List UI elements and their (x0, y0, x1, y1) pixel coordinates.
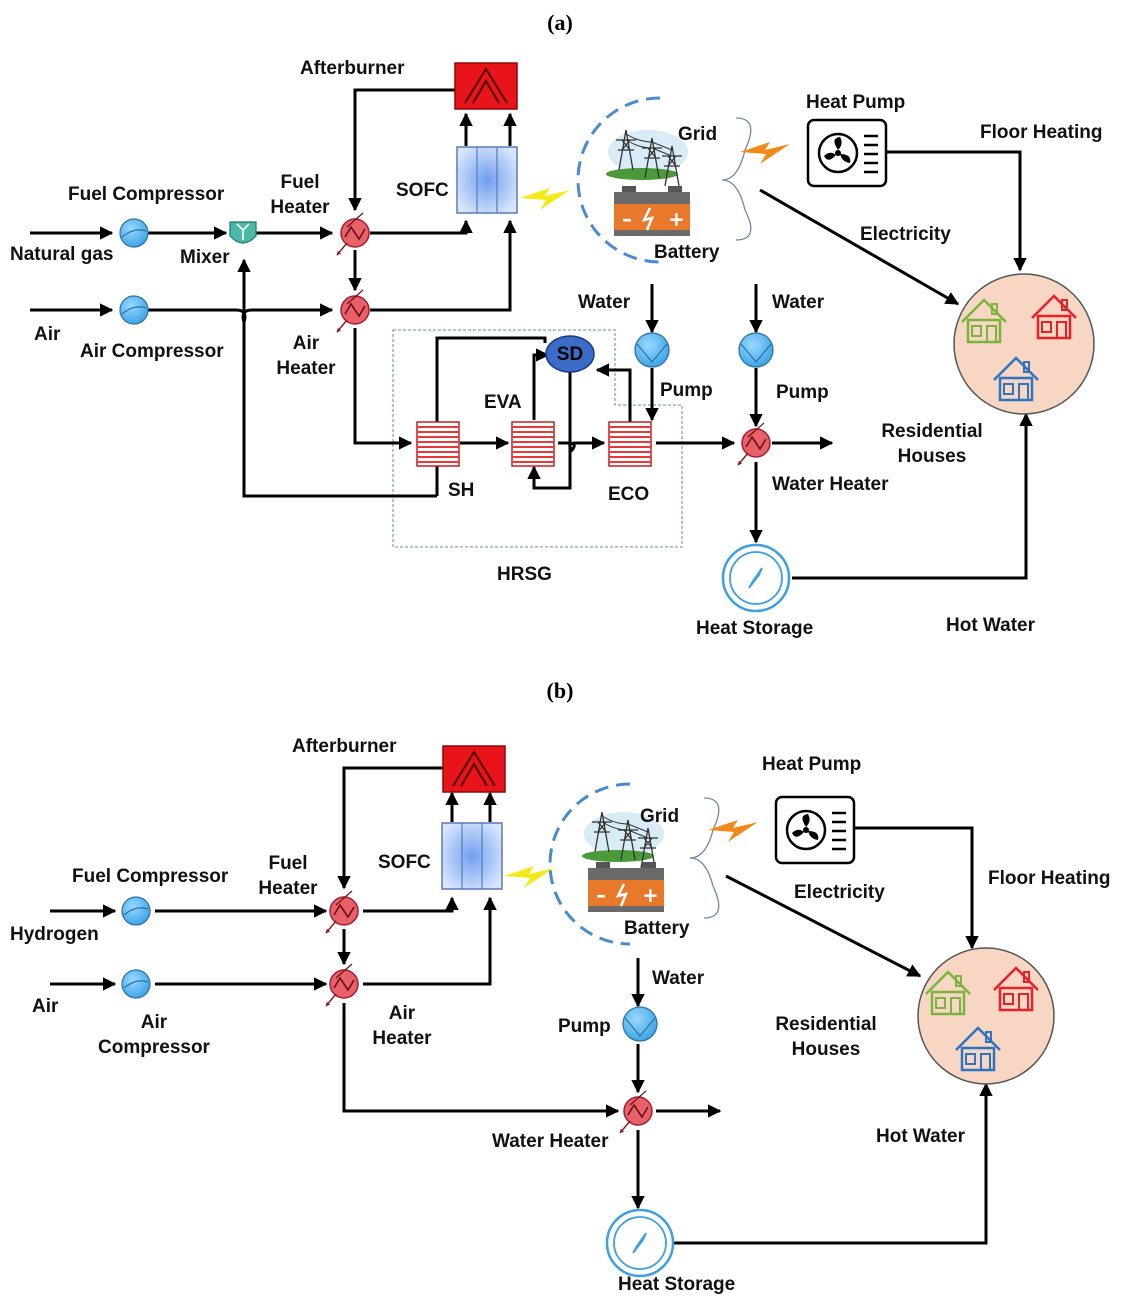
mixer-label: Mixer (180, 247, 230, 268)
sh-label: SH (448, 480, 474, 501)
fuel-heater-label: Fuel (280, 172, 319, 193)
air-heater-label: Air (389, 1003, 416, 1024)
water-label: Water (652, 968, 705, 989)
air-heater-label: Heater (276, 358, 336, 379)
eva-label: EVA (484, 392, 522, 413)
grid-battery-group (548, 782, 631, 946)
residential-label: Residential (881, 421, 982, 442)
grid-label: Grid (640, 806, 679, 827)
water-label: Water (578, 292, 631, 313)
afterburner-icon (454, 62, 518, 110)
water-label: Water (772, 292, 825, 313)
steam-drum-icon (545, 335, 595, 373)
brace (721, 117, 752, 241)
heat-storage-label: Heat Storage (696, 618, 813, 639)
air-label: Air (32, 996, 59, 1017)
air-heater-icon (337, 290, 369, 332)
heat-storage-icon (605, 1208, 675, 1278)
lightning-icon (504, 866, 554, 888)
panel-b: (b) (10, 678, 1110, 1295)
sofc-label: SOFC (396, 180, 449, 201)
residential-label: Houses (792, 1039, 861, 1060)
grid-label: Grid (678, 124, 717, 145)
battery-label: Battery (624, 918, 690, 939)
brace (689, 797, 720, 919)
floor-heating-label: Floor Heating (988, 868, 1110, 889)
air-compressor-icon (119, 295, 149, 325)
sh-exchanger-icon (416, 421, 460, 467)
fuel-compressor-icon (121, 896, 151, 926)
afterburner-icon (442, 745, 506, 793)
panel-a: (a) (10, 10, 1102, 639)
heat-pump-icon (774, 795, 856, 865)
residential-label: Residential (775, 1014, 876, 1035)
residential-houses-circle (953, 273, 1095, 415)
residential-label: Houses (898, 446, 967, 467)
sofc-stack-icon (441, 822, 503, 890)
natural-gas-label: Natural gas (10, 244, 113, 265)
electricity-label: Electricity (794, 882, 885, 903)
fuel-compressor-icon (119, 218, 149, 248)
pump-label: Pump (776, 382, 829, 403)
floor-heating-label: Floor Heating (980, 122, 1102, 143)
air-label: Air (34, 324, 61, 345)
sofc-stack-icon (456, 146, 518, 214)
afterburner-label: Afterburner (300, 58, 405, 79)
fuel-heater-label: Heater (258, 878, 318, 899)
water-heater-label: Water Heater (492, 1131, 609, 1152)
lightning-icon (520, 188, 570, 210)
air-compressor-label: Air Compressor (80, 341, 224, 362)
pump-icon (622, 1006, 658, 1042)
hot-water-label: Hot Water (876, 1126, 966, 1147)
eco-label: ECO (608, 484, 649, 505)
fuel-heater-icon (326, 891, 358, 933)
battery-icon (586, 860, 666, 914)
water-heater-icon (620, 1091, 652, 1133)
hydrogen-label: Hydrogen (10, 924, 99, 945)
heat-pump-icon (806, 118, 888, 188)
electricity-label: Electricity (860, 224, 951, 245)
grid-icon (606, 130, 688, 186)
mixer-icon (229, 221, 257, 244)
fuel-heater-label: Fuel (268, 853, 307, 874)
panel-a-label: (a) (547, 10, 573, 35)
eco-exchanger-icon (608, 421, 652, 467)
battery-label: Battery (654, 242, 720, 263)
air-heater-label: Heater (372, 1028, 432, 1049)
hrsg-boundary (392, 329, 683, 548)
residential-houses-circle (917, 947, 1055, 1085)
heat-storage-icon (721, 543, 791, 613)
air-compressor-label: Compressor (98, 1037, 211, 1058)
sd-label: SD (557, 344, 583, 365)
pump-icon (738, 332, 774, 368)
fuel-heater-icon (337, 213, 369, 255)
battery-icon (612, 184, 692, 238)
panel-b-label: (b) (547, 678, 574, 703)
air-compressor-icon (121, 969, 151, 999)
water-heater-icon (738, 423, 770, 465)
water-heater-label: Water Heater (772, 474, 889, 495)
pump-label: Pump (660, 380, 713, 401)
fuel-compressor-label: Fuel Compressor (72, 866, 229, 887)
hrsg-label: HRSG (497, 564, 552, 585)
air-heater-label: Air (293, 333, 320, 354)
air-compressor-label: Air (141, 1012, 168, 1033)
air-heater-icon (326, 964, 358, 1006)
sofc-label: SOFC (378, 852, 431, 873)
heat-pump-label: Heat Pump (806, 92, 905, 113)
fuel-compressor-label: Fuel Compressor (68, 184, 225, 205)
eva-exchanger-icon (511, 421, 555, 467)
pump-label: Pump (558, 1016, 611, 1037)
heat-storage-label: Heat Storage (618, 1274, 735, 1295)
heat-pump-label: Heat Pump (762, 754, 861, 775)
afterburner-label: Afterburner (292, 736, 397, 757)
grid-battery-group (576, 96, 661, 264)
pump-icon (634, 332, 670, 368)
hot-water-label: Hot Water (946, 615, 1036, 636)
fuel-heater-label: Heater (270, 197, 330, 218)
